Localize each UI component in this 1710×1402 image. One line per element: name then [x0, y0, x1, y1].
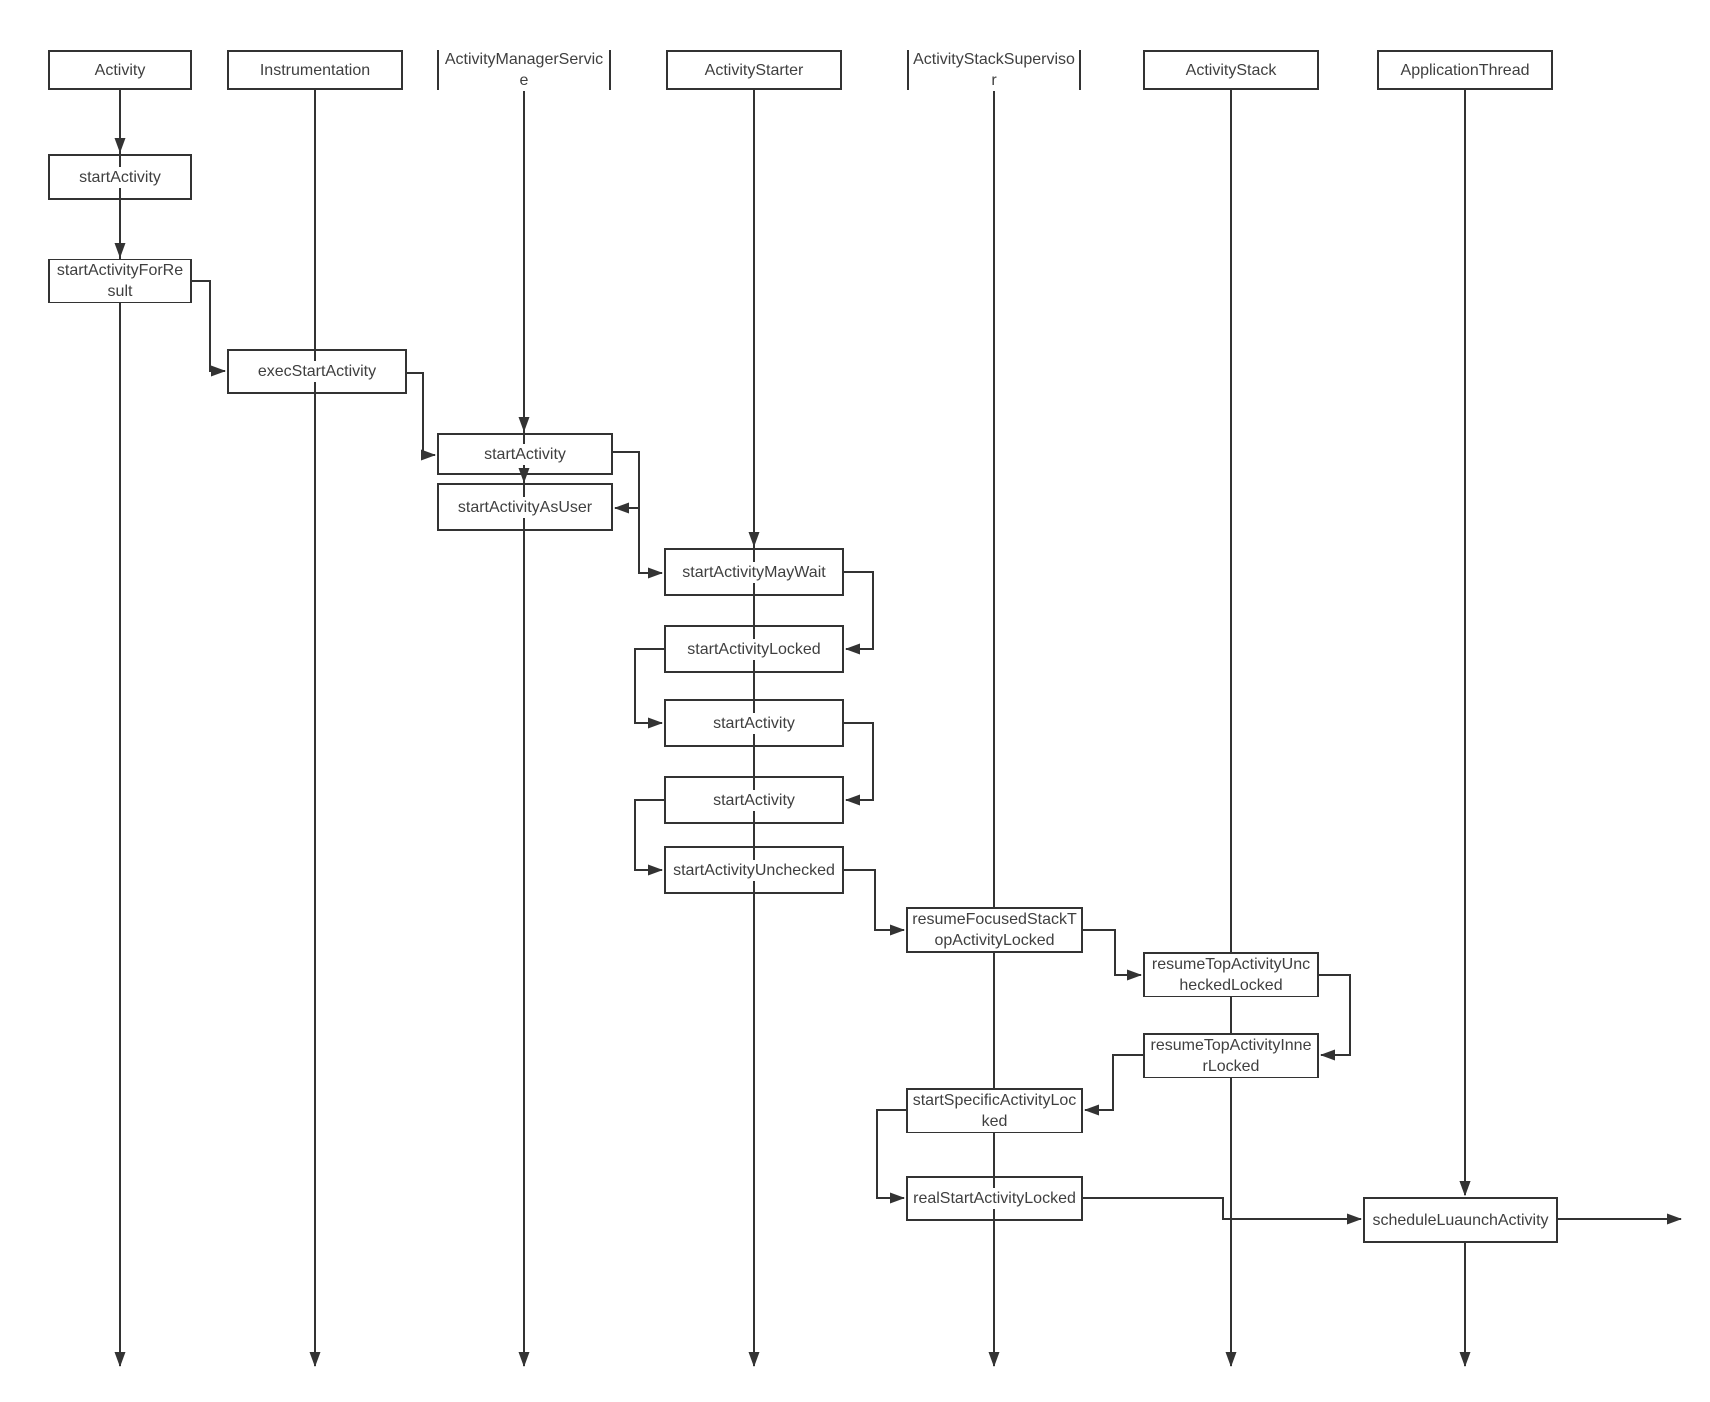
call-startactivitymaywait: startActivityMayWait — [664, 548, 844, 596]
call-label: startActivityForResult — [50, 260, 190, 302]
actor-label: Instrumentation — [256, 59, 374, 81]
call-startactivitylocked: startActivityLocked — [664, 625, 844, 673]
actor-label: ActivityStackSupervisor — [909, 49, 1079, 91]
call-label: scheduleLuaunchActivity — [1369, 1209, 1552, 1231]
actor-activitymanagerservice: ActivityManagerService — [437, 49, 611, 91]
call-label: execStartActivity — [254, 361, 380, 382]
actor-activitystacksupervisor: ActivityStackSupervisor — [907, 49, 1081, 91]
actor-instrumentation: Instrumentation — [227, 50, 403, 90]
connector-startactivityasuser-to-startactivitymaywait — [638, 508, 663, 579]
actor-applicationthread: ApplicationThread — [1377, 50, 1553, 90]
call-label: startActivity — [76, 166, 164, 188]
call-label: startActivityLocked — [684, 638, 824, 660]
connector-startactivityunchecked-to-resumefocusedstack — [844, 869, 905, 936]
call-label: resumeTopActivityUncheckedLocked — [1145, 953, 1317, 996]
call-startactivity-ams: startActivity — [437, 433, 613, 475]
actor-label: ActivityStack — [1182, 59, 1280, 81]
call-startactivity-activity: startActivity — [48, 154, 192, 200]
call-resumetopactivityuncheckedlocked: resumeTopActivityUncheckedLocked — [1143, 952, 1319, 997]
call-startactivityasuser: startActivityAsUser — [437, 483, 613, 531]
call-label: startActivityMayWait — [679, 561, 829, 583]
call-scheduleluaunchactivity: scheduleLuaunchActivity — [1363, 1197, 1558, 1243]
actor-activitystack: ActivityStack — [1143, 50, 1319, 90]
call-execstartactivity: execStartActivity — [227, 349, 407, 394]
connector-startactivityforresult-to-execstartactivity — [192, 280, 226, 377]
call-resumetopactivityinnerlocked: resumeTopActivityInnerLocked — [1143, 1033, 1319, 1078]
connector-startactivity3-to-startactivity4 — [844, 722, 874, 806]
call-label: startActivity — [710, 712, 798, 734]
call-startspecificactivitylocked: startSpecificActivityLocked — [906, 1088, 1083, 1133]
call-label: startActivityAsUser — [454, 496, 596, 518]
actor-activitystarter: ActivityStarter — [666, 50, 842, 90]
connector-startactivitylocked-to-startactivity3 — [634, 648, 664, 729]
connector-startactivitymaywait-to-startactivitylocked — [844, 571, 874, 655]
call-label: startActivity — [710, 789, 798, 811]
actor-label: ActivityStarter — [701, 59, 807, 81]
connector-resumetopunchecked-to-resumetopinner — [1319, 974, 1351, 1061]
connector-startactivity-ams-to-startactivityasuser — [613, 451, 640, 514]
call-startactivityunchecked: startActivityUnchecked — [664, 846, 844, 894]
connector-startspecific-to-realstart — [876, 1109, 906, 1204]
call-label: startActivityUnchecked — [670, 859, 838, 881]
call-label: resumeFocusedStackTopActivityLocked — [908, 909, 1081, 951]
call-startactivityforresult: startActivityForResult — [48, 259, 192, 303]
connector-execstartactivity-to-startactivity-ams — [407, 372, 436, 461]
actor-label: ActivityManagerService — [439, 49, 609, 91]
actor-activity: Activity — [48, 50, 192, 90]
call-label: realStartActivityLocked — [910, 1188, 1079, 1209]
actor-label: Activity — [91, 59, 149, 81]
call-startactivity-starter-1: startActivity — [664, 699, 844, 747]
connector-resumetopinner-to-startspecific — [1084, 1054, 1143, 1116]
call-realstartactivitylocked: realStartActivityLocked — [906, 1176, 1083, 1221]
connector-realstart-to-scheduleluaunch — [1083, 1197, 1362, 1225]
connector-resumefocusedstack-to-resumetopunchecked — [1083, 929, 1142, 981]
call-label: startActivity — [481, 443, 569, 465]
call-label: startSpecificActivityLocked — [908, 1089, 1081, 1132]
connector-startactivity4-to-startactivityunchecked — [634, 799, 664, 876]
call-label: resumeTopActivityInnerLocked — [1145, 1034, 1317, 1077]
actor-label: ApplicationThread — [1397, 59, 1533, 81]
call-resumefocusedstacktopactivitylocked: resumeFocusedStackTopActivityLocked — [906, 907, 1083, 953]
call-startactivity-starter-2: startActivity — [664, 776, 844, 824]
